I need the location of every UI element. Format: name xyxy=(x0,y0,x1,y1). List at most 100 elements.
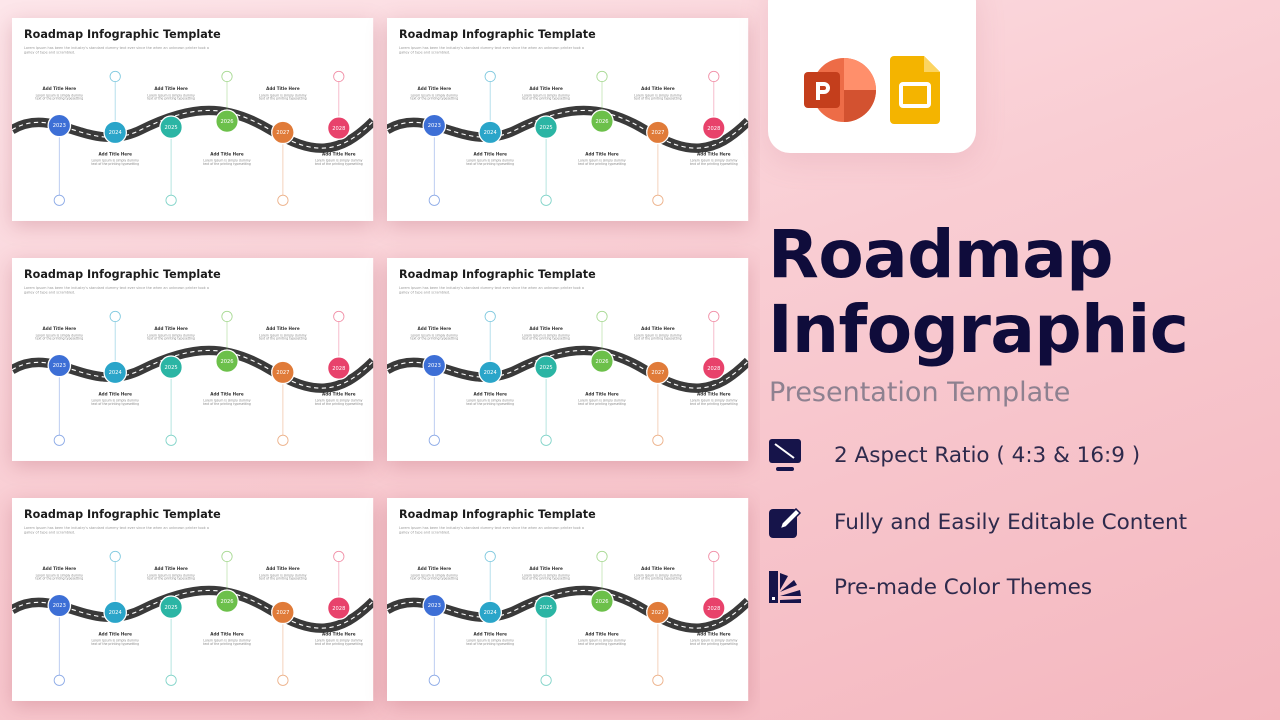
slide-description: Lorem Ipsum has been the industry's stan… xyxy=(24,45,209,55)
year-marker xyxy=(215,109,239,134)
year-label: 2026 xyxy=(595,359,608,365)
year-label: 2023 xyxy=(428,603,441,609)
year-label: 2023 xyxy=(428,363,441,369)
powerpoint-icon xyxy=(804,58,876,122)
monitor-resize-icon xyxy=(769,439,801,471)
milestone-icon xyxy=(109,310,121,323)
milestone-icon xyxy=(596,70,608,83)
year-label: 2028 xyxy=(332,606,345,612)
slide-description: Lorem Ipsum has been the industry's stan… xyxy=(24,525,209,535)
year-label: 2024 xyxy=(484,610,497,616)
year-label: 2026 xyxy=(595,119,608,125)
year-marker xyxy=(646,120,670,145)
feature-editable: Fully and Easily Editable Content xyxy=(768,505,1187,539)
milestone-icon xyxy=(221,310,233,323)
milestone-icon xyxy=(484,70,496,83)
milestone-icon xyxy=(484,550,496,563)
milestone-icon xyxy=(165,194,177,206)
hero-title-line1: Roadmap xyxy=(768,216,1114,293)
year-marker xyxy=(478,120,503,145)
year-marker xyxy=(271,600,295,625)
slide-description: Lorem Ipsum has been the industry's stan… xyxy=(399,45,584,55)
year-marker xyxy=(103,600,128,625)
year-marker xyxy=(215,349,239,374)
milestone-icon xyxy=(109,70,121,83)
year-label: 2024 xyxy=(109,610,122,616)
milestone-icon xyxy=(428,194,440,206)
year-marker xyxy=(159,355,183,380)
milestone-icon xyxy=(708,70,720,83)
year-marker xyxy=(534,595,558,620)
year-marker xyxy=(701,116,726,140)
feature-aspect-ratio: 2 Aspect Ratio ( 4:3 & 16:9 ) xyxy=(768,438,1140,472)
year-marker xyxy=(590,109,614,134)
year-label: 2027 xyxy=(651,610,664,616)
milestone-icon xyxy=(277,674,289,686)
milestone-icon xyxy=(53,674,65,686)
year-label: 2028 xyxy=(707,606,720,612)
year-label: 2027 xyxy=(651,370,664,376)
year-label: 2028 xyxy=(332,366,345,372)
year-marker xyxy=(47,593,72,618)
year-marker xyxy=(271,120,295,145)
color-swatch-icon xyxy=(769,571,801,603)
milestone-icon xyxy=(540,674,552,686)
milestone-icon xyxy=(540,434,552,446)
year-marker xyxy=(271,360,295,385)
year-label: 2027 xyxy=(276,610,289,616)
year-label: 2028 xyxy=(707,126,720,132)
year-label: 2025 xyxy=(540,125,553,131)
year-marker xyxy=(159,115,183,140)
year-marker xyxy=(326,356,351,380)
year-label: 2025 xyxy=(165,605,178,611)
milestone-icon xyxy=(333,310,345,323)
year-marker xyxy=(47,113,72,138)
edit-pencil-icon xyxy=(769,507,802,538)
year-marker xyxy=(215,589,239,614)
milestone-icon xyxy=(221,70,233,83)
year-label: 2025 xyxy=(165,365,178,371)
road-graphic: 2023 2024 2025 2026 2027 2028 xyxy=(387,310,749,446)
milestone-icon xyxy=(708,310,720,323)
year-marker xyxy=(701,596,726,620)
year-marker xyxy=(534,115,558,140)
year-marker xyxy=(47,353,72,378)
slide-title: Roadmap Infographic Template xyxy=(399,28,596,42)
year-label: 2024 xyxy=(484,370,497,376)
slide-title: Roadmap Infographic Template xyxy=(399,508,596,522)
year-label: 2025 xyxy=(540,365,553,371)
year-label: 2024 xyxy=(109,130,122,136)
year-marker xyxy=(422,113,447,138)
year-label: 2024 xyxy=(109,370,122,376)
year-label: 2025 xyxy=(165,125,178,131)
year-marker xyxy=(422,593,447,618)
year-label: 2028 xyxy=(707,366,720,372)
milestone-icon xyxy=(428,674,440,686)
milestone-icon xyxy=(53,434,65,446)
